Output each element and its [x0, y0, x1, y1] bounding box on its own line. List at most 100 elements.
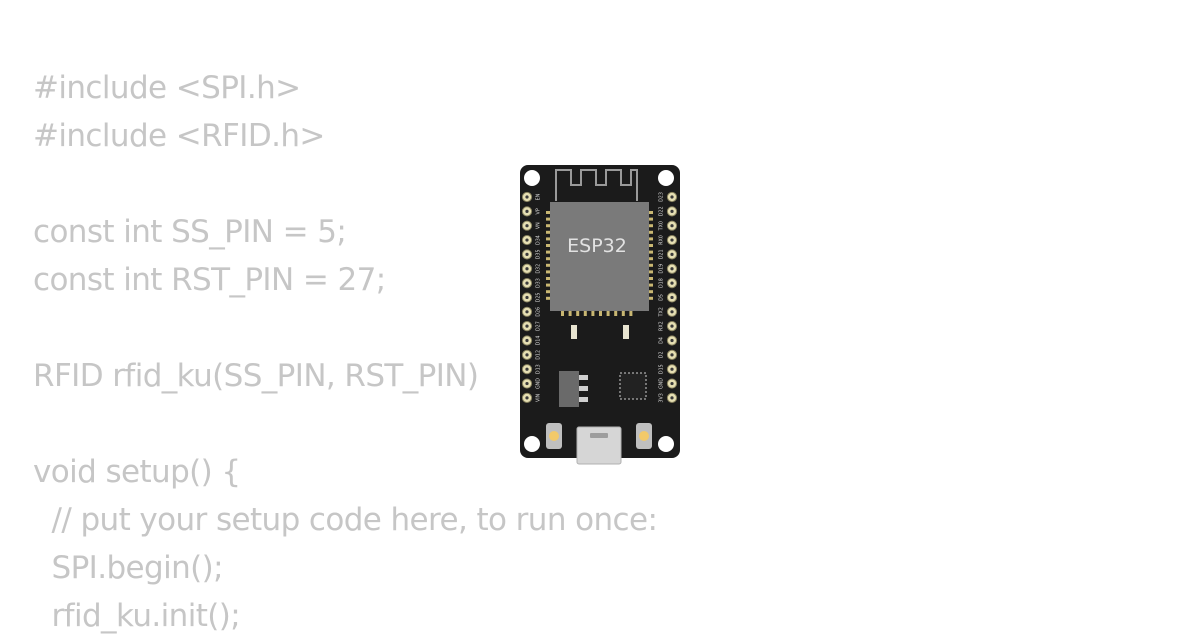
- module-pad: [576, 311, 580, 316]
- esp32-board-graphic: ESP32 ENVPVND34D35D32D33D25D26D27D14D12D…: [520, 165, 680, 465]
- module-pad: [546, 244, 550, 247]
- module-pad: [649, 277, 653, 280]
- module-pad: [583, 311, 587, 316]
- pin-label: D2: [659, 351, 665, 358]
- pin-label: D22: [659, 206, 665, 216]
- pin-label: D25: [536, 293, 542, 303]
- module-pads: [546, 211, 653, 316]
- pin-label: D33: [536, 278, 542, 288]
- module-pad: [546, 224, 550, 228]
- pin-hole: [525, 209, 529, 213]
- pin-label: RX0: [659, 235, 665, 245]
- pin-hole: [525, 224, 529, 228]
- voltage-regulator: [559, 371, 579, 407]
- pin-hole: [525, 295, 529, 300]
- module-pad: [621, 311, 625, 316]
- pin-label: D32: [536, 264, 542, 274]
- module-pad: [546, 290, 550, 294]
- pin-hole: [670, 338, 674, 343]
- code-line: void setup() {: [33, 454, 241, 490]
- smd-part-left: [571, 325, 577, 339]
- pin-label: RX2: [659, 321, 665, 331]
- module-pad: [649, 230, 653, 234]
- pin-label: D15: [659, 364, 665, 374]
- module-pad: [649, 224, 653, 228]
- module-pad: [649, 290, 653, 294]
- mount-hole-bottom-right: [658, 436, 674, 452]
- pin-header-right: D23D22TX0RX0D21D19D18D5TX2RX2D4D2D15GND3…: [659, 191, 678, 403]
- module-pad: [614, 311, 618, 316]
- module-pad: [546, 250, 550, 254]
- smd-part-right: [623, 325, 629, 339]
- pin-hole: [670, 396, 674, 400]
- pin-label: VN: [536, 222, 542, 229]
- code-editor[interactable]: #include <SPI.h>#include <RFID.h>const i…: [33, 64, 658, 640]
- module-pad: [649, 263, 653, 267]
- pin-label: VIN: [536, 393, 542, 402]
- pin-hole: [525, 238, 529, 242]
- pin-hole: [670, 281, 674, 285]
- pin-hole: [525, 381, 529, 386]
- module-pad: [649, 270, 653, 274]
- pin-hole: [525, 281, 529, 285]
- mount-hole-top-right: [658, 170, 674, 186]
- code-line: RFID rfid_ku(SS_PIN, RST_PIN): [33, 358, 479, 394]
- pin-header-left: ENVPVND34D35D32D33D25D26D27D14D12D13GNDV…: [521, 191, 542, 403]
- module-pad: [546, 230, 550, 234]
- mount-hole-bottom-left: [524, 436, 540, 452]
- pin-hole: [525, 195, 529, 199]
- mount-hole-top-left: [524, 170, 540, 186]
- module-pad: [546, 211, 550, 214]
- pin-hole: [525, 267, 529, 271]
- pin-label: D14: [536, 336, 542, 346]
- pin-label: D23: [659, 192, 665, 202]
- pin-label: GND: [536, 378, 542, 389]
- pin-label: D21: [659, 249, 665, 259]
- pin-label: TX2: [659, 307, 665, 317]
- pin-label: D26: [536, 307, 542, 317]
- pin-label: D35: [536, 249, 542, 259]
- pin-hole: [525, 396, 529, 400]
- pin-hole: [670, 267, 674, 271]
- pin-label: D27: [536, 321, 542, 331]
- pin-hole: [525, 324, 529, 328]
- module-pad: [649, 211, 653, 214]
- pin-hole: [525, 367, 529, 371]
- module-pad: [546, 217, 550, 221]
- pin-label: TX0: [659, 221, 665, 231]
- module-pad: [546, 277, 550, 280]
- antenna-trace: [555, 169, 638, 201]
- module-pad: [546, 296, 550, 300]
- code-line: const int RST_PIN = 27;: [33, 262, 386, 298]
- pin-label: D12: [536, 350, 542, 360]
- pin-hole: [525, 338, 529, 343]
- module-pad: [649, 250, 653, 254]
- module-pad: [561, 311, 564, 316]
- module-pad: [649, 283, 653, 287]
- pin-hole: [525, 310, 529, 314]
- pin-hole: [670, 295, 674, 300]
- module-pad: [546, 283, 550, 287]
- module-pad: [649, 296, 653, 300]
- module-pad: [591, 311, 595, 316]
- code-line: #include <RFID.h>: [33, 118, 325, 154]
- module-pad: [649, 257, 653, 261]
- pin-label: D5: [659, 294, 665, 301]
- code-line: const int SS_PIN = 5;: [33, 214, 347, 250]
- module-pad: [546, 263, 550, 267]
- module-pad: [649, 237, 653, 241]
- pin-label: D18: [659, 278, 665, 288]
- module-pad: [568, 311, 572, 316]
- pin-hole: [670, 224, 674, 228]
- pin-hole: [670, 238, 674, 242]
- pin-hole: [670, 252, 674, 256]
- code-line: SPI.begin();: [33, 550, 224, 586]
- module-pad: [546, 237, 550, 241]
- pin-label: 3V3: [659, 393, 665, 402]
- pin-hole: [670, 310, 674, 314]
- pin-hole: [670, 381, 674, 386]
- code-line: // put your setup code here, to run once…: [33, 502, 658, 538]
- pin-hole: [670, 209, 674, 213]
- pin-label: D13: [536, 364, 542, 374]
